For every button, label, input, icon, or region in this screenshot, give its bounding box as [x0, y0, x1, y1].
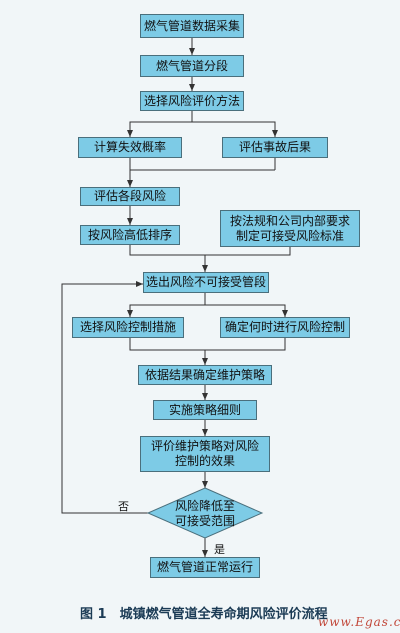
- node-pipeline-segmentation: 燃气管道分段: [140, 55, 244, 77]
- node-rank-by-risk: 按风险高低排序: [80, 225, 180, 245]
- figure-caption: 图 1 城镇燃气管道全寿命期风险评价流程: [80, 607, 328, 622]
- node-data-collection: 燃气管道数据采集: [140, 14, 244, 38]
- line-rank-merge: [129, 245, 205, 256]
- line-standard-merge: [205, 247, 291, 256]
- node-control-timing: 确定何时进行风险控制: [220, 317, 350, 338]
- decision-diamond: [146, 487, 264, 539]
- node-evaluate-effect: 评价维护策略对风险 控制的效果: [140, 436, 270, 472]
- arrow-method-to-failure: [127, 111, 193, 137]
- edge-label-no: 否: [118, 500, 129, 513]
- node-maintenance-strategy: 依据结果确定维护策略: [138, 365, 272, 385]
- node-select-unacceptable: 选出风险不可接受管段: [143, 272, 269, 293]
- line-merge-bar-2: [129, 338, 286, 351]
- node-acceptance-standard: 按法规和公司内部要求 制定可接受风险标准: [220, 210, 360, 247]
- arrow-no-loop: [61, 281, 148, 514]
- node-control-measures: 选择风险控制措施: [72, 317, 184, 338]
- decision-risk-acceptable: 风险降低至 可接受范围: [174, 499, 235, 528]
- node-segment-risk: 评估各段风险: [80, 187, 180, 206]
- node-normal-operation: 燃气管道正常运行: [150, 557, 260, 578]
- node-failure-probability: 计算失效概率: [78, 137, 182, 158]
- arrow-to-timing: [205, 304, 288, 317]
- node-consequence: 评估事故后果: [222, 137, 328, 158]
- arrow-to-control-measures: [127, 293, 206, 317]
- watermark: www.Egas.cn: [318, 615, 400, 629]
- node-select-method: 选择风险评价方法: [140, 91, 244, 111]
- node-implement-strategy: 实施策略细则: [153, 400, 257, 420]
- arrow-method-to-consequence: [192, 121, 278, 137]
- edge-label-yes: 是: [214, 543, 225, 556]
